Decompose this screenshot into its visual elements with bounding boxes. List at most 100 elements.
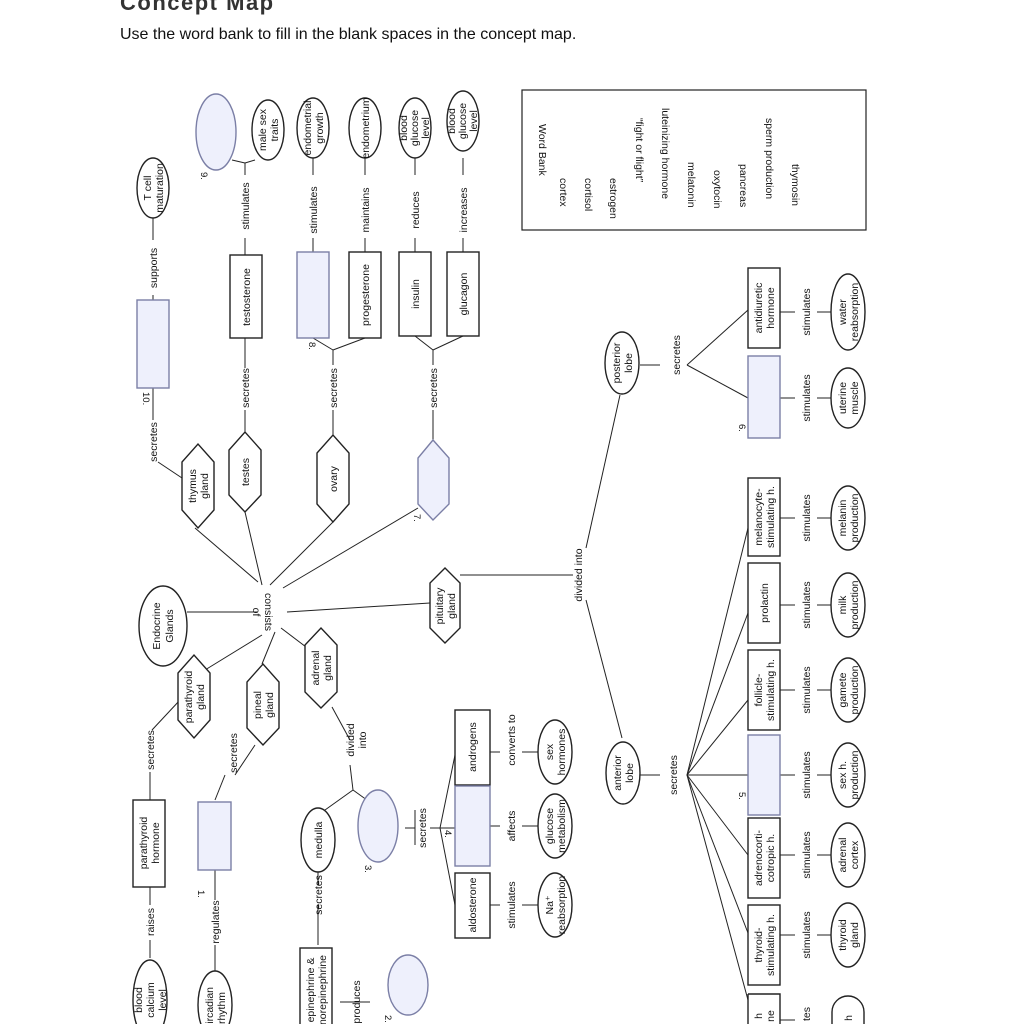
word-bank-word: pancreas bbox=[737, 164, 749, 207]
blood-glucose-increase-label: level bbox=[468, 110, 480, 132]
link-label-secretes: secretes bbox=[148, 422, 160, 462]
blood-calcium-level-node bbox=[132, 959, 168, 1024]
word-bank-word: oxytocin bbox=[711, 170, 723, 209]
blank-3[interactable] bbox=[357, 789, 399, 863]
link-label-secretes: secretes bbox=[428, 368, 440, 408]
link-label-maintains: maintains bbox=[360, 188, 372, 233]
blank-10[interactable] bbox=[136, 299, 170, 389]
uterine-muscle-node bbox=[830, 367, 866, 429]
blood-glucose-reduce-label: level bbox=[420, 117, 432, 139]
blank-4[interactable] bbox=[454, 785, 491, 867]
blank-2[interactable] bbox=[387, 954, 429, 1016]
endometrium-label: endometrium bbox=[360, 97, 372, 159]
acth-label: adrenocorti- bbox=[753, 829, 765, 886]
blank-6[interactable] bbox=[747, 355, 781, 439]
epinephrine-label: epinephrine & bbox=[305, 958, 317, 1023]
na-reabsorption-label: Na⁺ bbox=[544, 896, 556, 915]
testes-node bbox=[228, 430, 262, 514]
word-bank-title: Word Bank bbox=[536, 124, 548, 176]
link-label-secretes: secretes bbox=[313, 875, 325, 915]
parathyroid-gland-node bbox=[177, 653, 211, 740]
blood-glucose-increase-label: blood bbox=[446, 108, 458, 134]
prolactin-node bbox=[747, 562, 781, 644]
adrenal-gland-label: gland bbox=[322, 655, 334, 681]
melanin-production-label: melanin bbox=[837, 499, 849, 536]
link-label-secretes: secretes bbox=[328, 368, 340, 408]
blank-5[interactable] bbox=[747, 734, 781, 816]
blank-8[interactable] bbox=[296, 251, 330, 339]
sex-h-production-node bbox=[830, 742, 866, 808]
word-bank-word: thymosin bbox=[789, 164, 801, 206]
blank-number: 9. bbox=[198, 172, 209, 180]
uterine-muscle-label: uterine bbox=[837, 382, 849, 414]
link-label-regulates: regulates bbox=[210, 900, 222, 943]
word-bank-word: estrogen bbox=[607, 178, 619, 219]
word-bank-list: Word Bank cortex cortisol estrogen “figh… bbox=[536, 108, 801, 219]
link-label-stimulates: stimulates bbox=[801, 751, 813, 798]
link-label-stimulates: stimulates bbox=[308, 186, 320, 233]
blank-9[interactable] bbox=[195, 93, 237, 171]
blank-number: 4. bbox=[442, 830, 453, 838]
node-labels: Endocrine Glands consists of parathyroid… bbox=[133, 97, 861, 1024]
sex-h-production-label: sex h. bbox=[837, 761, 849, 789]
t-cell-maturation-label: T cell bbox=[142, 176, 154, 201]
node-shapes bbox=[132, 90, 866, 1024]
blood-calcium-level-label: blood bbox=[133, 987, 145, 1013]
adrenal-gland-label: adrenal bbox=[310, 650, 322, 685]
acth-node bbox=[747, 817, 781, 899]
medulla-node bbox=[300, 807, 336, 873]
pituitary-gland-label: gland bbox=[446, 593, 458, 619]
link-label-stimulates: stimulates bbox=[240, 182, 252, 229]
blood-glucose-increase-label: glucose bbox=[457, 103, 469, 139]
link-label-stimulates: stimulates bbox=[801, 374, 813, 421]
blank-number: 1. bbox=[195, 890, 206, 898]
blank-number: 3. bbox=[362, 865, 373, 873]
insulin-node bbox=[398, 251, 432, 337]
consists-of-label: of bbox=[250, 608, 262, 617]
link-label-stimulates: stimulates bbox=[506, 881, 518, 928]
blank-spaces bbox=[136, 93, 781, 1016]
link-label-stimulates: stimulates bbox=[801, 911, 813, 958]
tsh-node bbox=[747, 904, 781, 986]
blank-numbers: 1. 2. 3. 4. 5. 6. 7. 8. 9. 10. bbox=[140, 172, 747, 1023]
ovary-label: ovary bbox=[328, 465, 340, 491]
link-labels: secretes raises secretes regulates divid… bbox=[145, 182, 813, 1023]
link-label-increases: increases bbox=[458, 188, 470, 233]
link-label-divided-into: divided bbox=[345, 723, 357, 756]
acth-label: cotropic h. bbox=[765, 834, 777, 882]
blank-number: 8. bbox=[306, 342, 317, 350]
edge-gh-label: h bbox=[753, 1013, 765, 1019]
blood-calcium-level-label: level bbox=[157, 989, 169, 1011]
aldosterone-label: aldosterone bbox=[467, 877, 479, 932]
pituitary-gland-node bbox=[429, 567, 461, 644]
sex-hormones-node bbox=[537, 719, 573, 785]
t-cell-maturation-node bbox=[136, 157, 170, 219]
blood-glucose-reduce-label: glucose bbox=[409, 110, 421, 146]
link-label-stimulates: stimulates bbox=[801, 288, 813, 335]
pineal-gland-node bbox=[246, 662, 280, 747]
parathyroid-gland-label: parathyroid bbox=[183, 671, 195, 724]
link-label-supports: supports bbox=[148, 248, 160, 288]
link-label-secretes: secretes bbox=[145, 730, 157, 770]
link-label-divided-into: divided into bbox=[573, 548, 585, 601]
posterior-lobe-label: lobe bbox=[623, 353, 635, 373]
word-bank: Word Bank cortex cortisol estrogen “figh… bbox=[521, 89, 867, 231]
water-reabsorption-label: reabsorption bbox=[849, 283, 861, 342]
blood-glucose-increase-node bbox=[446, 90, 480, 152]
consists-of-label: consists bbox=[262, 593, 274, 631]
endocrine-glands-node bbox=[138, 585, 188, 667]
thyroid-gland-label: thyroid bbox=[837, 919, 849, 951]
blood-glucose-reduce-node bbox=[398, 97, 432, 159]
blank-1[interactable] bbox=[197, 801, 232, 871]
gamete-production-label: production bbox=[849, 665, 861, 714]
link-label-divided-into: into bbox=[357, 731, 369, 748]
na-reabsorption-label: reabsorption bbox=[556, 876, 568, 935]
blank-7[interactable] bbox=[417, 438, 450, 522]
medulla-label: medulla bbox=[313, 821, 325, 858]
blank-number: 2. bbox=[382, 1015, 393, 1023]
gamete-production-label: gamete bbox=[837, 672, 849, 707]
adrenal-cortex-node bbox=[830, 822, 866, 888]
milk-production-label: milk bbox=[837, 595, 849, 614]
endometrial-growth-label: growth bbox=[314, 112, 326, 144]
adrenal-gland-node bbox=[304, 626, 338, 709]
